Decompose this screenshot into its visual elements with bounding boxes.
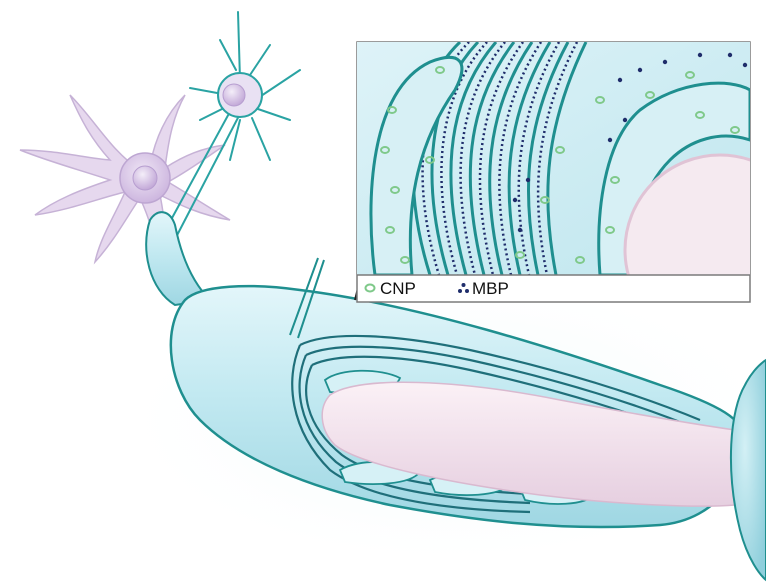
oligodendrocyte-nucleus	[223, 84, 245, 106]
neuron-nucleus	[133, 166, 157, 190]
legend-label-mbp: MBP	[472, 279, 509, 298]
neuron-cell	[20, 95, 230, 270]
inset-panel: CNP MBP	[357, 42, 766, 345]
legend-label-cnp: CNP	[380, 279, 416, 298]
oligodendrocyte	[160, 12, 300, 245]
